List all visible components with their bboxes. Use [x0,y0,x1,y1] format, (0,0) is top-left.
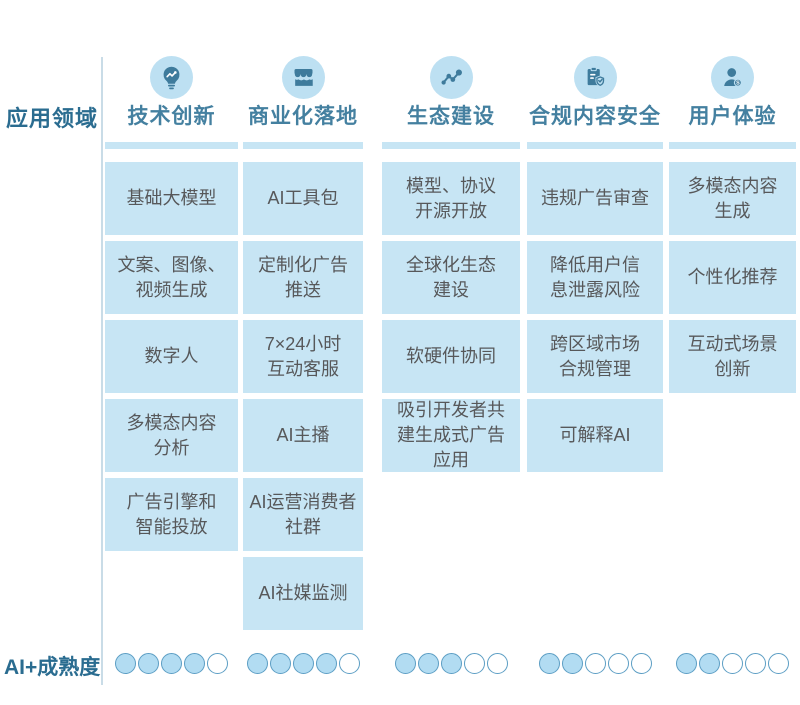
maturity-dot-filled [269,653,291,674]
maturity-dot-filled [138,653,159,674]
column-strip [105,142,238,149]
item-box: 个性化推荐 [669,241,796,314]
item-box: 软硬件协同 [382,320,520,393]
icon-circle [150,56,193,99]
maturity-dot-empty [486,653,508,674]
item-box: 数字人 [105,320,238,393]
item-list: 多模态内容 生成个性化推荐互动式场景 创新 [669,162,796,393]
clipboard-shield-icon [587,66,605,87]
column-ecosystem: 生态建设 模型、协议 开源开放全球化生态 建设软硬件协同吸引开发者共 建生成式广… [382,0,520,705]
item-box: 定制化广告 推送 [243,241,363,314]
item-list: 违规广告审查降低用户信 息泄露风险跨区域市场 合规管理可解释AI [527,162,663,472]
column-strip [527,142,663,149]
maturity-rating [382,653,520,674]
column-header: 用户体验 [688,105,777,128]
maturity-dot-empty [338,653,360,674]
user-badge-icon: S [724,68,742,87]
maturity-dot-filled [161,653,182,674]
column-strip [669,142,796,149]
icon-circle: S [711,56,754,99]
icon-circle [429,56,473,99]
maturity-rating [669,653,796,674]
row-label-application-domains: 应用领域 [6,106,99,131]
item-box: 跨区域市场 合规管理 [527,320,663,393]
maturity-dot-filled [538,653,560,674]
item-box: 降低用户信 息泄露风险 [527,241,663,314]
maturity-dot-filled [184,653,205,674]
item-box: 基础大模型 [105,162,238,235]
maturity-dot-filled [246,653,268,674]
maturity-dot-empty [463,653,485,674]
icon-circle [281,56,325,99]
column-header: 生态建设 [407,105,495,128]
item-box: AI运营消费者 社群 [243,478,363,551]
item-box: 文案、图像、 视频生成 [105,241,238,314]
item-box: 互动式场景 创新 [669,320,796,393]
maturity-dot-filled [115,653,136,674]
item-list: 基础大模型文案、图像、 视频生成数字人多模态内容 分析广告引擎和 智能投放 [105,162,238,551]
maturity-dot-empty [207,653,228,674]
row-label-ai-maturity: AI+成熟度 [4,656,101,679]
maturity-dot-filled [394,653,416,674]
item-box: 多模态内容 生成 [669,162,796,235]
maturity-rating [105,653,238,674]
column-strip [243,142,363,149]
item-box: AI主播 [243,399,363,472]
maturity-dot-empty [630,653,652,674]
item-box: 7×24小时 互动客服 [243,320,363,393]
maturity-dot-filled [292,653,314,674]
maturity-dot-empty [722,653,743,674]
maturity-dot-filled [699,653,720,674]
maturity-dot-filled [440,653,462,674]
item-box: 模型、协议 开源开放 [382,162,520,235]
maturity-dot-empty [607,653,629,674]
column-header: 技术创新 [127,105,216,128]
storefront-icon [294,68,313,86]
lightbulb-trend-icon [163,66,180,90]
item-box: 多模态内容 分析 [105,399,238,472]
column-tech-innovation: 技术创新 基础大模型文案、图像、 视频生成数字人多模态内容 分析广告引擎和 智能… [105,0,238,705]
maturity-dot-empty [745,653,766,674]
item-box: AI社媒监测 [243,557,363,630]
maturity-dot-filled [561,653,583,674]
item-list: 模型、协议 开源开放全球化生态 建设软硬件协同吸引开发者共 建生成式广告 应用 [382,162,520,472]
svg-text:S: S [736,81,740,87]
column-header: 合规内容安全 [529,105,661,128]
maturity-dot-filled [676,653,697,674]
column-header: 商业化落地 [248,105,358,128]
item-box: 全球化生态 建设 [382,241,520,314]
item-box: 违规广告审查 [527,162,663,235]
item-box: 广告引擎和 智能投放 [105,478,238,551]
maturity-rating [243,653,363,674]
item-box: AI工具包 [243,162,363,235]
maturity-dot-empty [584,653,606,674]
maturity-rating [527,653,663,674]
scatter-trend-icon [440,69,462,85]
column-user-experience: S 用户体验 多模态内容 生成个性化推荐互动式场景 创新 [669,0,796,705]
maturity-dot-filled [417,653,439,674]
item-box: 吸引开发者共 建生成式广告 应用 [382,399,520,472]
maturity-dot-filled [315,653,337,674]
vertical-divider [101,57,103,685]
item-box: 可解释AI [527,399,663,472]
maturity-dot-empty [768,653,789,674]
column-strip [382,142,520,149]
icon-circle [573,56,617,99]
column-compliance-safety: 合规内容安全 违规广告审查降低用户信 息泄露风险跨区域市场 合规管理可解释AI [527,0,663,705]
